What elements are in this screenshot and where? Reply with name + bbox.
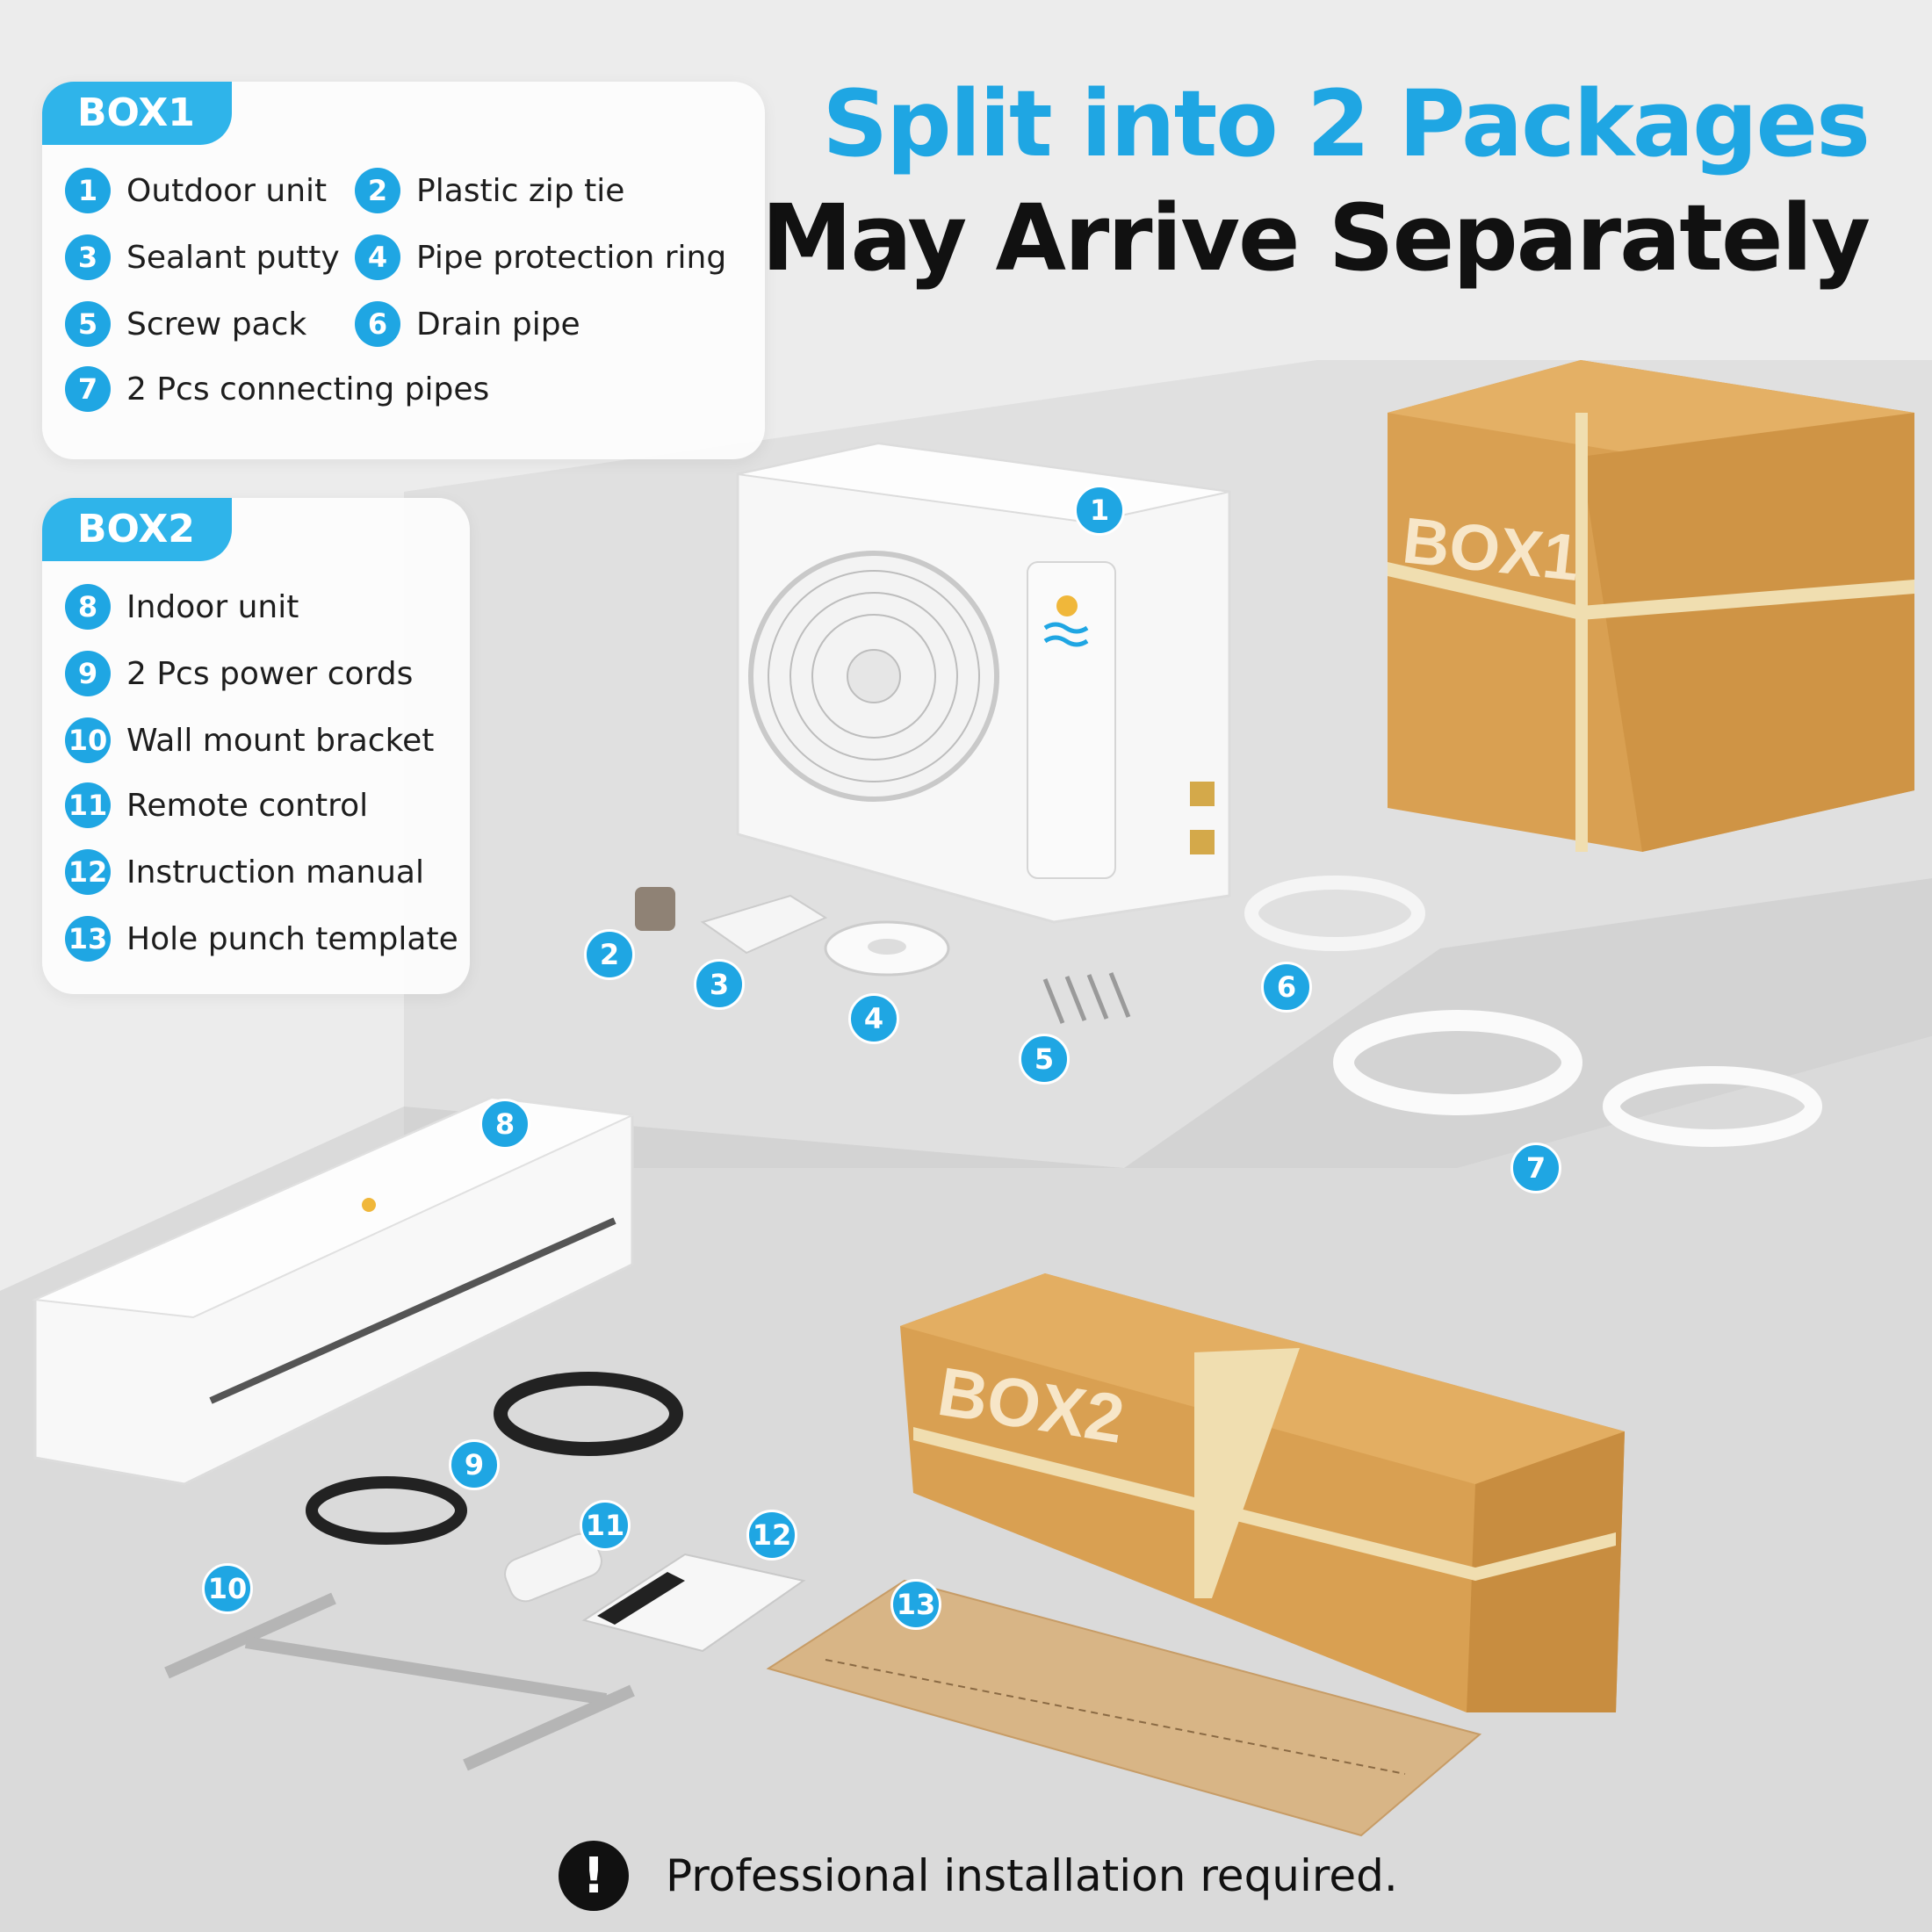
box1-carton: BOX1: [1388, 360, 1914, 852]
box2-item-8: 8 Indoor unit: [65, 584, 299, 630]
item-label: Hole punch template: [126, 920, 458, 957]
box1-item-4: 4 Pipe protection ring: [355, 234, 726, 280]
box1-item-1: 1 Outdoor unit: [65, 168, 327, 213]
box2-item-13: 13 Hole punch template: [65, 916, 458, 962]
drain-pipe-coil: [1244, 876, 1425, 951]
box2-item-11: 11 Remote control: [65, 782, 368, 828]
item-label: Wall mount bracket: [126, 722, 435, 759]
item-number-badge: 1: [65, 168, 111, 213]
box1-item-5: 5 Screw pack: [65, 301, 306, 347]
scene-marker-1: 1: [1074, 485, 1125, 536]
item-number-badge: 4: [355, 234, 400, 280]
item-label: Sealant putty: [126, 239, 340, 276]
item-number-badge: 11: [65, 782, 111, 828]
installation-notice: ! Professional installation required.: [559, 1841, 1398, 1911]
scene-marker-8: 8: [479, 1099, 530, 1150]
scene-marker-12: 12: [746, 1510, 797, 1561]
item-label: 2 Pcs power cords: [126, 655, 414, 692]
box1-item-3: 3 Sealant putty: [65, 234, 340, 280]
item-number-badge: 5: [65, 301, 111, 347]
power-cord-2: [306, 1476, 467, 1545]
item-number-badge: 7: [65, 366, 111, 412]
scene-marker-11: 11: [580, 1500, 631, 1551]
notice-text: Professional installation required.: [666, 1850, 1398, 1901]
scene-marker-4: 4: [848, 993, 899, 1044]
box2-item-10: 10 Wall mount bracket: [65, 717, 434, 763]
item-number-badge: 10: [65, 717, 111, 763]
item-label: Indoor unit: [126, 588, 299, 625]
box2-contents-card: BOX2 8 Indoor unit 9 2 Pcs power cords 10 W…: [42, 498, 470, 994]
item-label: Pipe protection ring: [416, 239, 727, 276]
item-number-badge: 13: [65, 916, 111, 962]
scene-marker-5: 5: [1019, 1034, 1070, 1085]
item-number-badge: 9: [65, 651, 111, 696]
headline-line-1: Split into 2 Packages: [822, 70, 1871, 177]
screw-pack: [1042, 972, 1131, 1024]
item-label: Remote control: [126, 787, 369, 824]
sealant-pack: [700, 894, 828, 955]
item-label: Outdoor unit: [126, 172, 328, 209]
box2-item-12: 12 Instruction manual: [65, 849, 424, 895]
power-cord-1: [494, 1372, 683, 1456]
hole-punch-template: [766, 1579, 1482, 1837]
instruction-manual: [581, 1553, 806, 1653]
wall-mount-bracket: [164, 1592, 635, 1771]
outdoor-unit-illustration: [736, 442, 1231, 924]
item-number-badge: 3: [65, 234, 111, 280]
box2-item-9: 9 2 Pcs power cords: [65, 651, 413, 696]
box1-item-6: 6 Drain pipe: [355, 301, 580, 347]
item-label: Plastic zip tie: [416, 172, 625, 209]
connecting-pipe-coil-2: [1603, 1066, 1822, 1147]
zip-tie-roll: [635, 887, 675, 931]
box2-tag: BOX2: [42, 498, 232, 561]
box1-tag: BOX1: [42, 82, 232, 145]
box1-item-2: 2 Plastic zip tie: [355, 168, 624, 213]
scene-marker-9: 9: [449, 1439, 500, 1490]
scene-marker-13: 13: [890, 1579, 941, 1630]
headline-line-2: May Arrive Separately: [761, 184, 1871, 292]
scene-marker-7: 7: [1510, 1143, 1561, 1193]
item-number-badge: 12: [65, 849, 111, 895]
scene-marker-6: 6: [1261, 962, 1312, 1013]
item-number-badge: 2: [355, 168, 400, 213]
scene-marker-10: 10: [202, 1563, 253, 1614]
item-label: Drain pipe: [416, 306, 580, 342]
item-label: Screw pack: [126, 306, 307, 342]
item-number-badge: 8: [65, 584, 111, 630]
scene-marker-3: 3: [694, 959, 745, 1010]
box2-carton: BOX2: [900, 1273, 1625, 1712]
item-label: Instruction manual: [126, 854, 424, 890]
exclamation-icon: !: [559, 1841, 629, 1911]
box1-contents-card: BOX1 1 Outdoor unit 2 Plastic zip tie 3 Sea…: [42, 82, 765, 459]
connecting-pipe-coil-1: [1333, 1010, 1582, 1115]
item-label: 2 Pcs connecting pipes: [126, 371, 490, 407]
box1-item-7: 7 2 Pcs connecting pipes: [65, 366, 489, 412]
scene-marker-2: 2: [584, 929, 635, 980]
item-number-badge: 6: [355, 301, 400, 347]
indoor-unit-illustration: [32, 1096, 636, 1486]
